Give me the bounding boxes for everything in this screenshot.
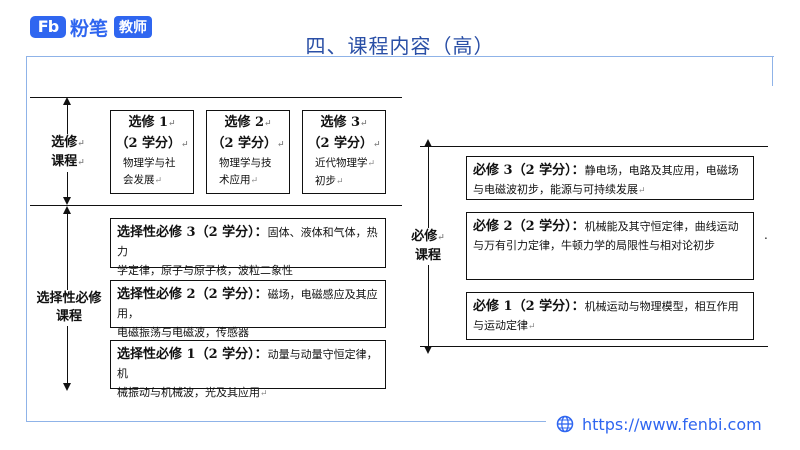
required-3-box: 必修 3（2 学分）：静电场，电路及其应用，电磁场 与电磁波初步，能源与可持续发… [466, 156, 754, 200]
frame-top-line [26, 56, 774, 57]
arrow-down-icon [63, 197, 71, 205]
brand-logo[interactable]: Fb 粉笔 教师 [30, 14, 153, 40]
logo-tag: 教师 [114, 16, 153, 38]
arrow-down-icon [424, 346, 432, 354]
selective-required-2-box: 选择性必修 2（2 学分）：磁场，电磁感应及其应用， 电磁振荡与电磁波，传感器 [110, 280, 386, 339]
left-middle-line [30, 205, 402, 206]
elective-box-3: 选修 3↵ （2 学分）↵ 近代物理学↵ 初步↵ [302, 110, 386, 194]
arrow-down-icon [63, 383, 71, 391]
elective-box-1: 选修 1↵ （2 学分）↵ 物理学与社 会发展↵ [110, 110, 194, 194]
arrow-up-icon [63, 97, 71, 105]
footer-url[interactable]: https://www.fenbi.com [556, 412, 762, 436]
arrow-up-icon [63, 206, 71, 214]
logo-brand-text: 粉笔 [70, 17, 109, 40]
selective-course-label: 选择性必修 课程 [30, 290, 108, 326]
stray-dot: . [764, 228, 768, 242]
frame-right-line [772, 56, 773, 86]
right-bottom-line [420, 346, 768, 347]
logo-mark: Fb [30, 16, 66, 38]
arrow-up-icon [424, 139, 432, 147]
left-top-line [30, 97, 402, 98]
elective-box-2: 选修 2↵ （2 学分）↵ 物理学与技 术应用↵ [206, 110, 290, 194]
selective-required-1-box: 选择性必修 1（2 学分）：动量与动量守恒定律，机 械振动与机械波，光及其应用↵ [110, 340, 386, 399]
globe-icon [556, 415, 574, 433]
frame-bottom-line [26, 421, 546, 422]
required-2-box: 必修 2（2 学分）：机械能及其守恒定律，曲线运动 与万有引力定律，牛顿力学的局… [466, 212, 754, 280]
frame-left-line [26, 56, 27, 422]
right-top-line [420, 146, 768, 147]
elective-course-label: 选修↵ 课程↵ [42, 134, 94, 172]
url-text: https://www.fenbi.com [582, 414, 762, 434]
required-course-label: 必修↵ 课程 [404, 228, 452, 265]
required-1-box: 必修 1（2 学分）：机械运动与物理模型，相互作用 与运动定律↵ [466, 292, 754, 340]
page-title: 四、课程内容（高） [305, 34, 495, 58]
selective-required-3-box: 选择性必修 3（2 学分）：固体、液体和气体，热力 学定律，原子与原子核，波粒二… [110, 218, 386, 277]
